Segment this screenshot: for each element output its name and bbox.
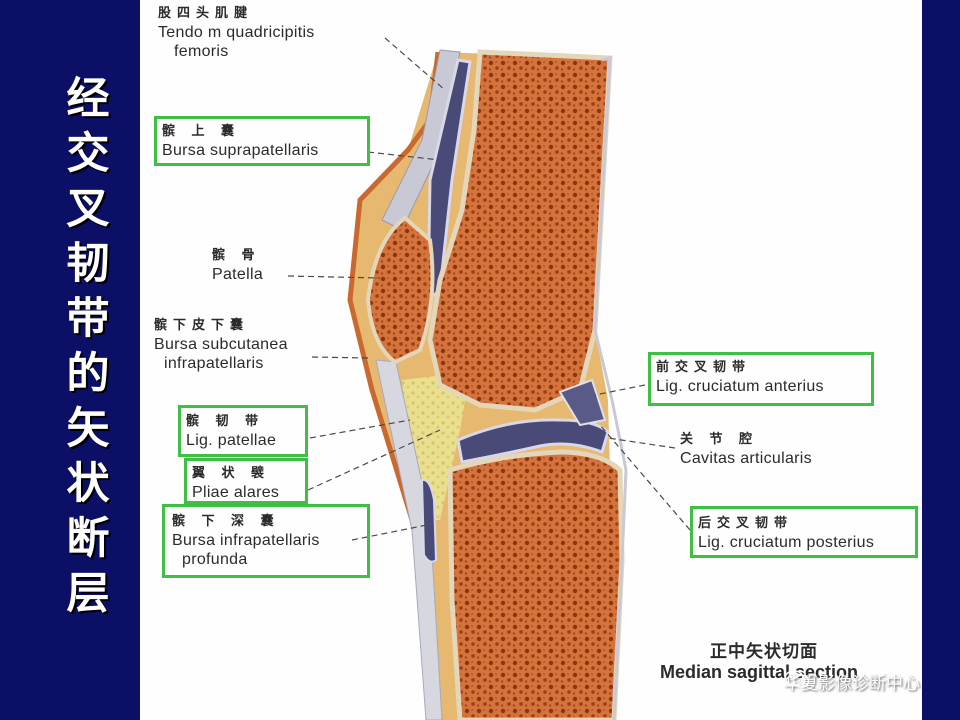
highlight-box-alar-folds — [184, 458, 308, 504]
tibia-bone — [447, 449, 625, 720]
title-char: 层 — [66, 569, 110, 619]
leader-pcl — [599, 424, 691, 531]
title-char: 矢 — [66, 404, 110, 454]
label-quadriceps-tendon: 股四头肌腱 Tendo m quadricipitis femoris — [158, 6, 315, 60]
wechat-icon — [784, 670, 810, 688]
leader-patella — [287, 275, 381, 279]
watermark: 华夏影像诊断中心 — [784, 669, 920, 694]
title-char: 经 — [66, 74, 110, 124]
leader-joint-cavity — [607, 437, 676, 449]
label-pcl: 后交叉韧带 Lig. cruciatum posterius — [698, 516, 875, 551]
label-acl: 前交叉韧带 Lig. cruciatum anterius — [656, 360, 824, 395]
highlight-box-pcl — [690, 506, 918, 558]
leader-deep-bursa — [351, 524, 428, 541]
leader-patellar-ligament — [309, 419, 411, 439]
highlight-box-acl — [648, 352, 874, 406]
highlight-box-patellar-ligament — [178, 405, 308, 457]
label-subcutaneous-prepatellar-bursa: 髌下皮下囊 Bursa subcutanea infrapatellaris — [154, 318, 288, 372]
title-char: 交 — [66, 129, 110, 179]
patella-bone — [365, 215, 435, 365]
label-alar-folds: 翼 状 襞 Pliae alares — [192, 466, 280, 501]
label-patella: 髌 骨 Patella — [212, 248, 264, 283]
highlight-box-suprapatellar-bursa — [154, 116, 370, 166]
title-char: 断 — [66, 514, 110, 564]
posterior-edge — [593, 56, 628, 720]
title-char: 带 — [66, 294, 110, 344]
title-char: 叉 — [66, 184, 110, 234]
label-suprapatellar-bursa: 髌 上 囊 Bursa suprapatellaris — [162, 124, 319, 159]
leader-alar-folds — [307, 429, 441, 491]
leader-suprapatellar-bursa — [367, 151, 441, 161]
label-deep-infrapatellar-bursa: 髌 下 深 囊 Bursa infrapatellaris profunda — [172, 514, 320, 568]
leader-quadriceps-tendon — [384, 37, 446, 91]
joint-cavity-shape — [456, 418, 610, 464]
deep-infrapatellar-bursa-shape — [420, 478, 438, 563]
anatomy-plate: 股四头肌腱 Tendo m quadricipitis femoris 髌 上 … — [140, 0, 922, 720]
title-char: 韧 — [66, 239, 110, 289]
watermark-text: 华夏影像诊断中心 — [784, 674, 920, 694]
slide-title: 经 交 叉 韧 带 的 矢 状 断 层 — [52, 72, 124, 622]
leader-acl — [594, 384, 646, 396]
label-joint-cavity: 关 节 腔 Cavitas articularis — [680, 432, 812, 467]
figure-caption: 正中矢状切面 Median sagittal section — [660, 642, 859, 682]
highlight-box-deep-infrapatellar-bursa — [162, 504, 370, 578]
acl-shape — [558, 378, 607, 427]
title-char: 状 — [66, 459, 110, 509]
title-char: 的 — [66, 349, 110, 399]
label-patellar-ligament: 髌 韧 带 Lig. patellae — [186, 414, 277, 449]
leader-lines — [287, 37, 691, 541]
leader-subcutaneous-bursa — [311, 356, 369, 359]
knee-illustration — [287, 37, 691, 720]
